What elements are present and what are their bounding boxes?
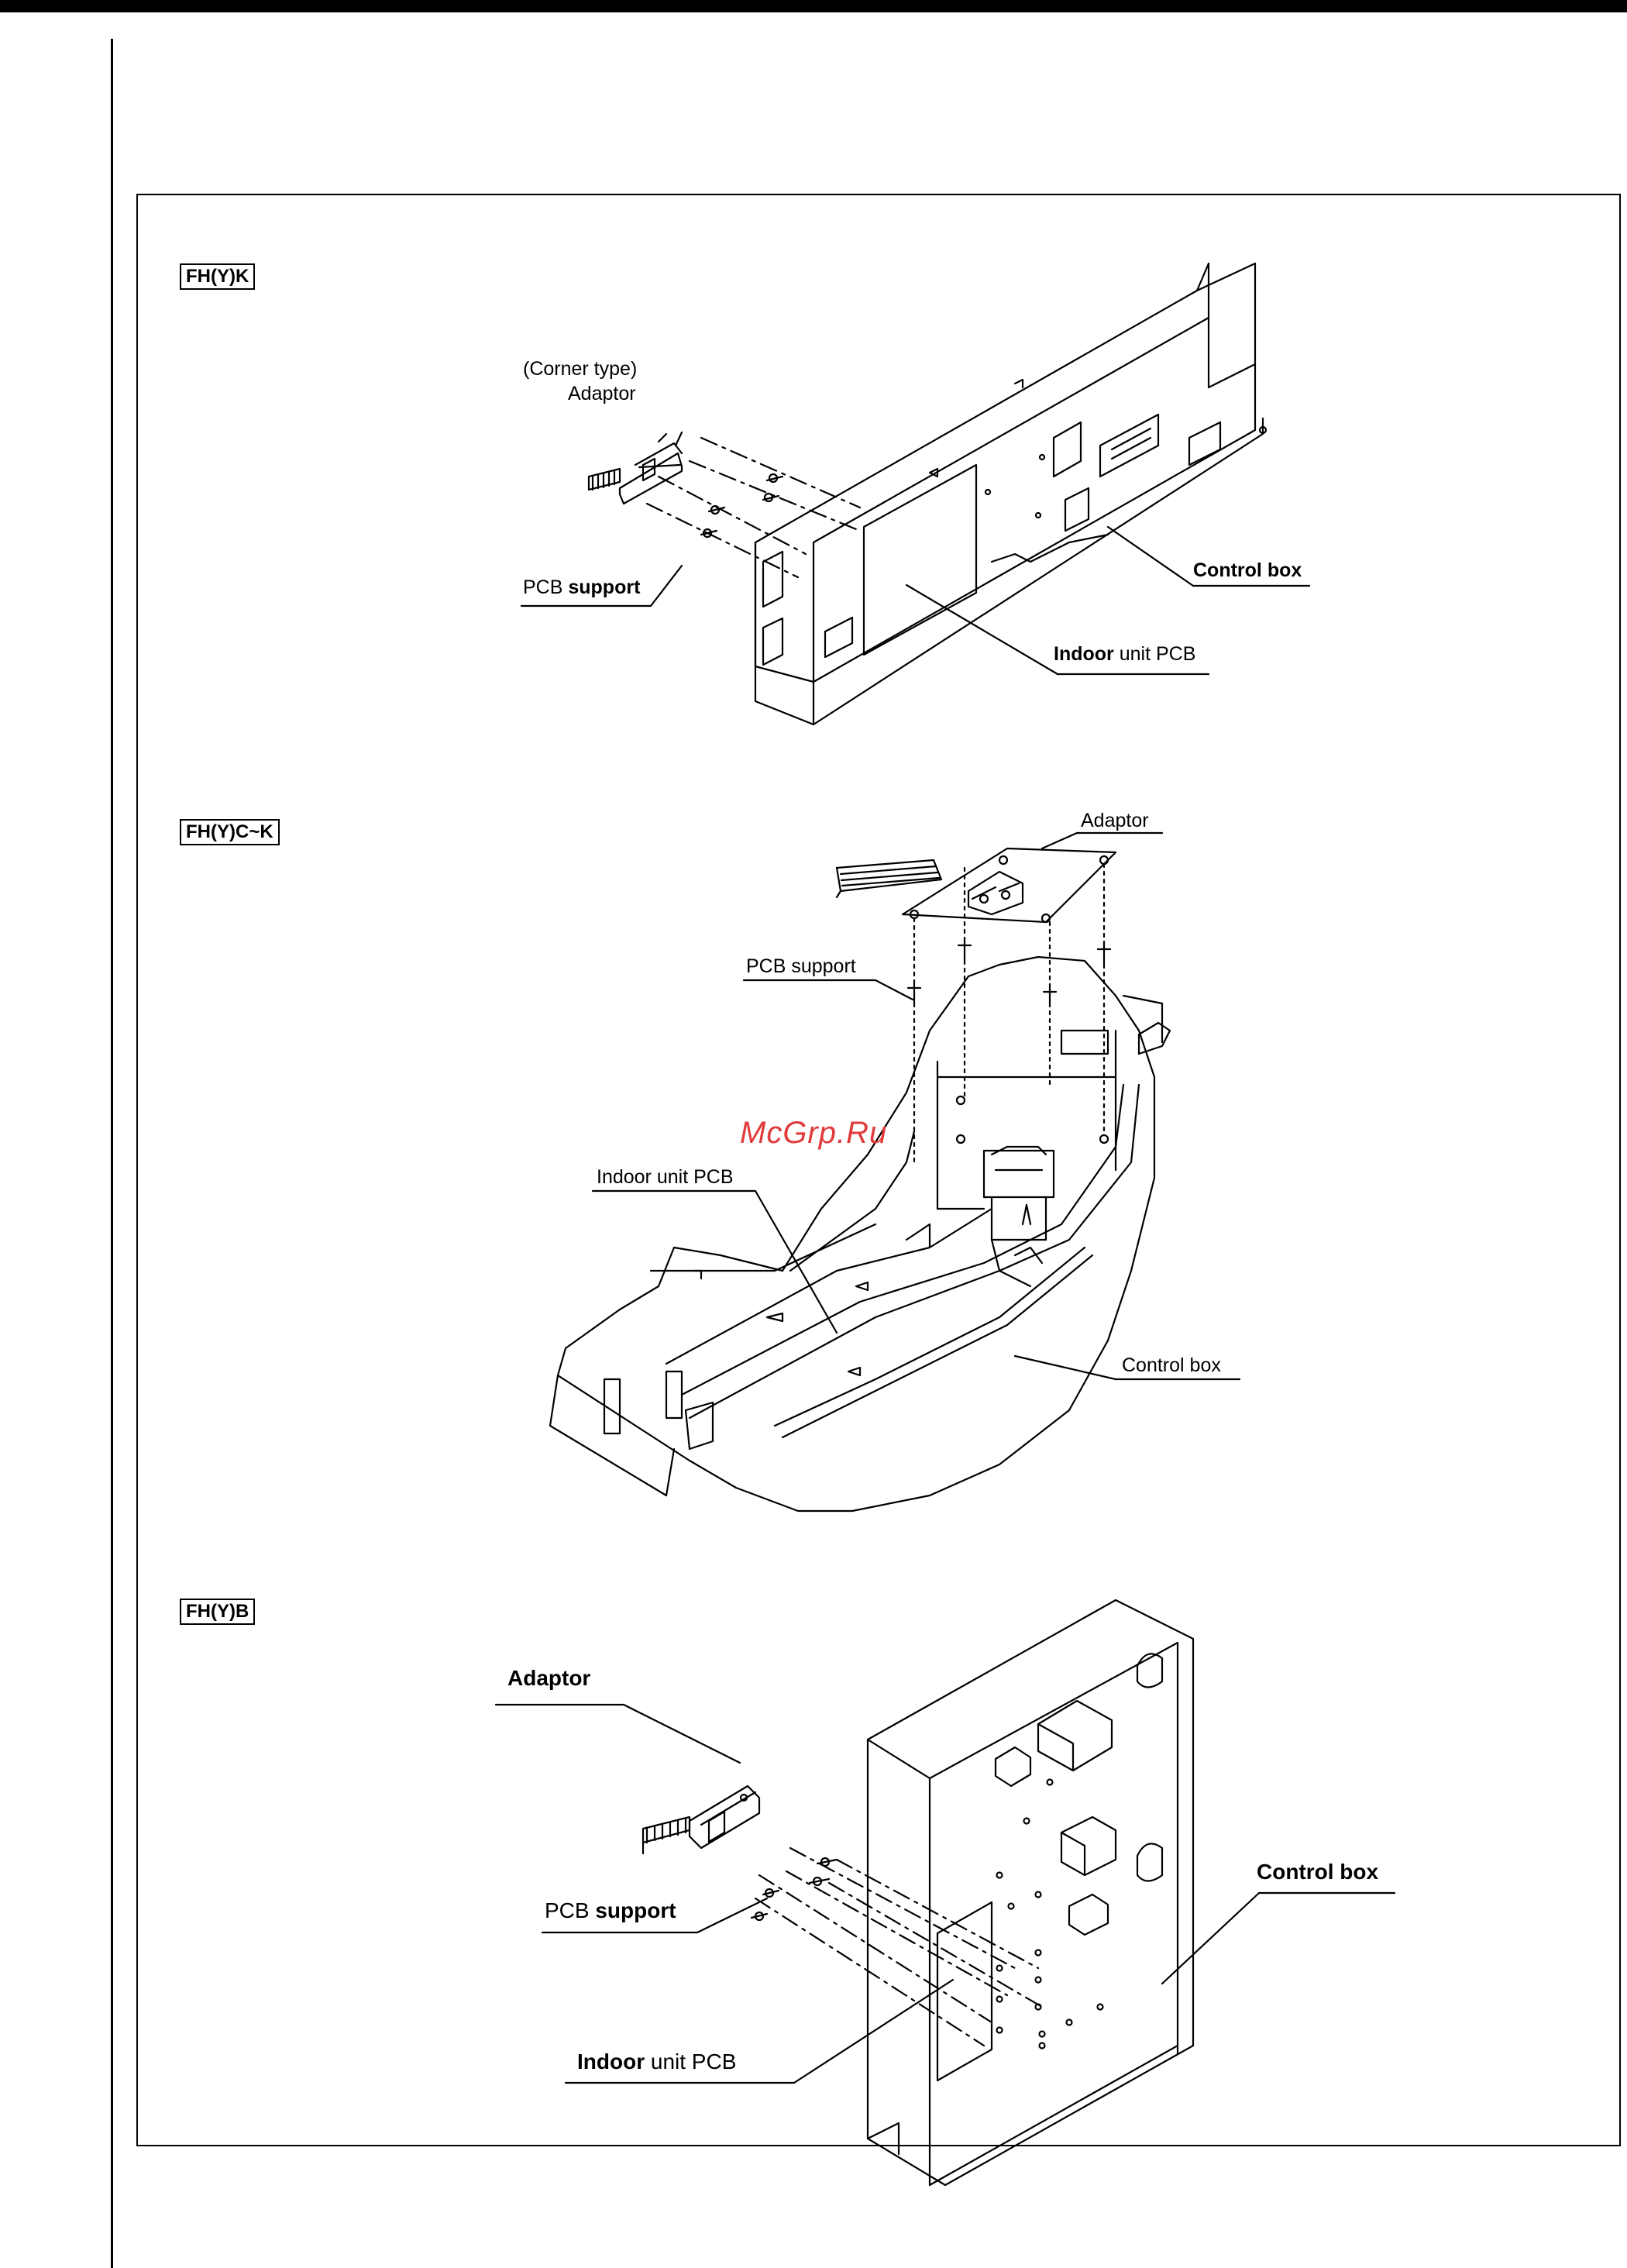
label-pcb-support-3: PCB support (545, 1898, 676, 1923)
control-box-drawing-3 (868, 1600, 1193, 2185)
leaders-3 (496, 1705, 1395, 2083)
label-pcb-support-1-a: PCB (523, 576, 562, 598)
model-tag-fhyk: FH(Y)K (180, 263, 255, 290)
control-box-drawing-2 (550, 957, 1170, 1511)
label-control-box-1: Control box (1193, 559, 1302, 582)
pcb-supports-2 (908, 938, 1110, 1003)
watermark: McGrp.Ru (740, 1116, 887, 1151)
adaptor-drawing-1 (589, 432, 682, 504)
adaptor-drawing-3 (643, 1786, 759, 1853)
label-pcb-support-1-b: support (568, 576, 640, 598)
label-adaptor-3: Adaptor (507, 1666, 590, 1691)
label-control-box-3: Control box (1257, 1860, 1378, 1884)
model-tag-fhyb: FH(Y)B (180, 1599, 255, 1625)
label-indoor-3-a: Indoor (577, 2049, 645, 2074)
label-indoor-3-b: unit PCB (651, 2049, 737, 2074)
label-indoor-unit-pcb-3: Indoor unit PCB (577, 2049, 736, 2074)
pcb-supports-3 (752, 1858, 837, 1920)
label-indoor-1-a: Indoor (1054, 643, 1114, 665)
label-pcb-support-3-b: support (595, 1898, 676, 1922)
label-indoor-unit-pcb-1: Indoor unit PCB (1054, 643, 1195, 666)
adaptor-drawing-2 (837, 848, 1116, 922)
label-pcb-support-1: PCB support (523, 576, 640, 599)
label-pcb-support-3-a: PCB (545, 1898, 590, 1922)
label-indoor-unit-pcb-2: Indoor unit PCB (597, 1166, 734, 1189)
label-corner-type: (Corner type) (523, 358, 637, 380)
label-control-box-2: Control box (1122, 1354, 1221, 1377)
label-adaptor-2: Adaptor (1081, 810, 1149, 832)
label-adaptor-1: Adaptor (568, 383, 636, 405)
label-indoor-1-b: unit PCB (1120, 643, 1196, 665)
label-pcb-support-2: PCB support (746, 955, 856, 978)
model-tag-fhyc-k: FH(Y)C~K (180, 819, 280, 845)
pcb-supports-1 (701, 474, 783, 537)
